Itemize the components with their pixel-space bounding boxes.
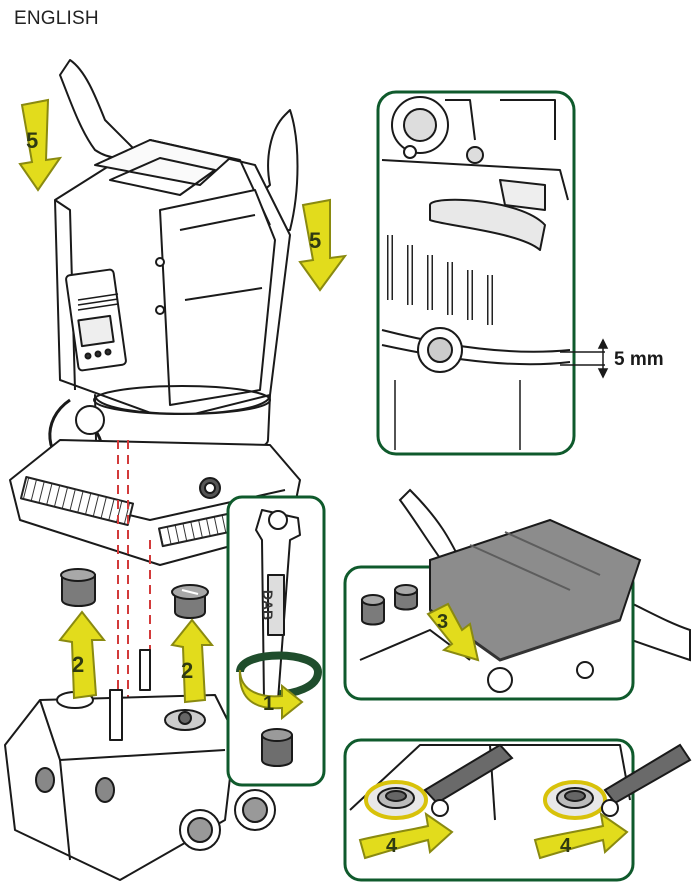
step-5-label-left: 5 <box>26 128 38 153</box>
step-2-arrow-right: 2 <box>170 618 215 704</box>
step-5-label-right: 5 <box>309 228 321 253</box>
gap-dimension-label: 5 mm <box>614 349 664 370</box>
detail-panel-middle: 3 <box>343 488 691 701</box>
step-3-label: 3 <box>437 611 448 633</box>
step-3-arrow: 3 <box>426 602 480 662</box>
step-2-label-right: 2 <box>181 658 193 683</box>
tool-left <box>423 743 514 805</box>
pump-unit <box>9 59 301 566</box>
detail-panel-top: 5 mm <box>376 90 664 456</box>
tool-right <box>603 743 692 805</box>
step-5-arrow-left: 5 <box>18 98 63 192</box>
step-1-label: 1 <box>263 693 274 715</box>
wrench-panel: DAB 1 <box>226 495 326 787</box>
step-5-arrow-right: 5 <box>298 198 348 292</box>
plug-right <box>171 584 209 619</box>
step-2-arrow-left: 2 <box>58 610 107 700</box>
left-hand <box>59 59 136 159</box>
alignment-lines <box>117 440 151 740</box>
detail-panel-bottom: 4 4 <box>343 738 692 882</box>
step-1-arrow: 1 <box>238 669 304 721</box>
gap-dimension <box>560 338 609 379</box>
plug-left <box>60 568 96 607</box>
step-4-arrow-right: 4 <box>533 811 629 860</box>
step-2-label-left: 2 <box>72 652 84 677</box>
step-4-label-right: 4 <box>560 835 572 857</box>
language-header: ENGLISH <box>14 8 99 29</box>
wrench-brand: DAB <box>260 590 276 620</box>
step-4-arrow-left: 4 <box>358 811 454 860</box>
step-4-label-left: 4 <box>386 835 398 857</box>
rotation-ring <box>236 651 323 698</box>
